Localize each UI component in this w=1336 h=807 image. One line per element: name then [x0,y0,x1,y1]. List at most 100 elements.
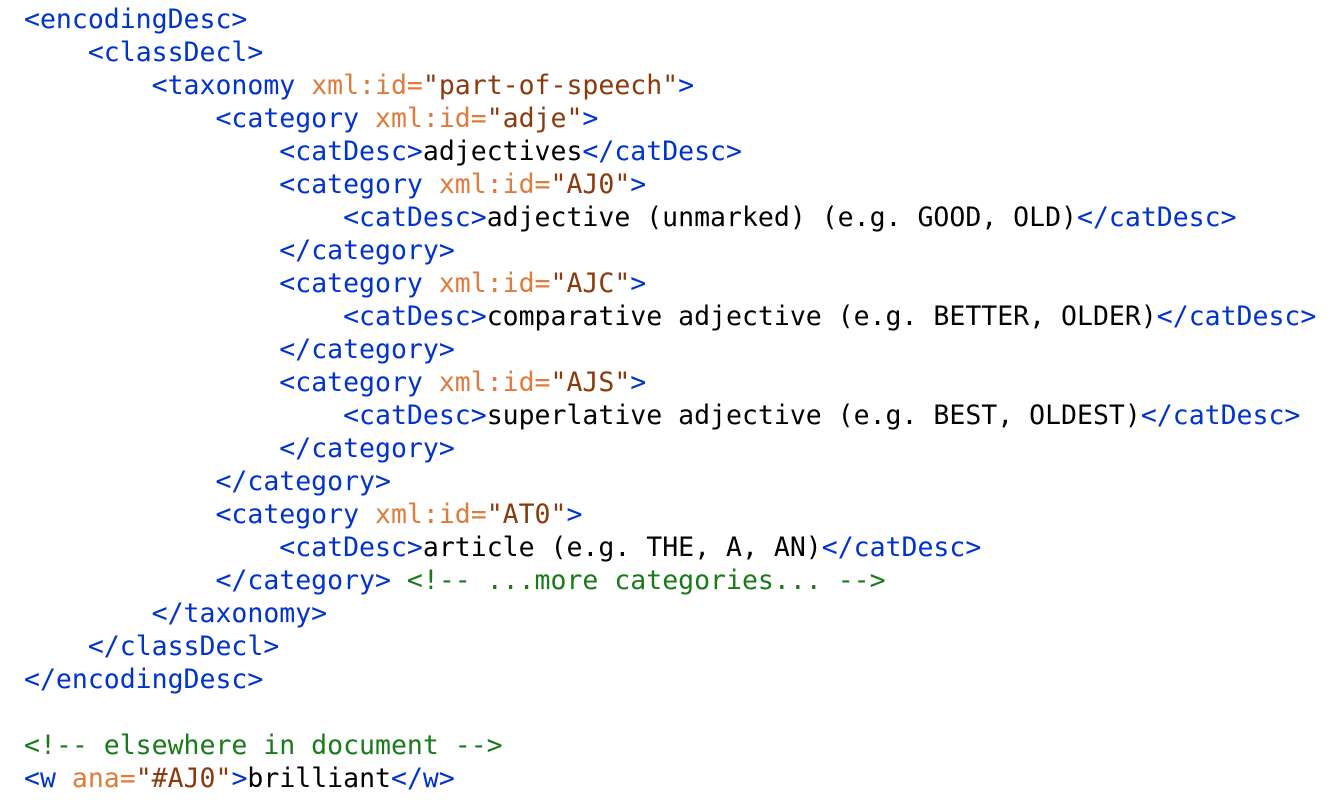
code-line: </taxonomy> [24,597,1316,630]
xml-tag: > [678,70,695,101]
xml-tag: <classDecl> [87,37,264,68]
attribute-value: "AJS" [550,367,631,398]
element-text: article (e.g. THE, A, AN) [422,532,822,563]
xml-tag: <category [279,367,439,398]
xml-tag: </catDesc> [1156,301,1317,332]
element-text: adjective (unmarked) (e.g. GOOD, OLD) [486,202,1077,233]
indent [24,499,215,530]
indent [24,136,279,167]
xml-tag: <category [279,268,439,299]
indent [24,433,279,464]
code-line: <catDesc>adjective (unmarked) (e.g. GOOD… [24,201,1316,234]
xml-tag: > [582,103,599,134]
element-text: adjectives [422,136,583,167]
xml-code-listing: <encodingDesc> <classDecl> <taxonomy xml… [24,3,1316,795]
xml-tag: <encodingDesc> [24,4,248,35]
xml-tag: </classDecl> [87,631,280,662]
indent [24,103,215,134]
indent [24,466,215,497]
xml-tag: > [231,763,248,794]
attribute-name: xml:id= [438,268,551,299]
xml-tag: <catDesc> [343,301,487,332]
xml-tag: <category [279,169,439,200]
element-text: comparative adjective (e.g. BETTER, OLDE… [486,301,1157,332]
attribute-name: xml:id= [438,367,551,398]
code-line: <catDesc>comparative adjective (e.g. BET… [24,300,1316,333]
xml-tag: </catDesc> [582,136,742,167]
indent [24,598,152,629]
attribute-value: "#AJ0" [135,763,232,794]
xml-comment: <!-- ...more categories... --> [406,565,886,596]
xml-tag: <catDesc> [343,400,487,431]
code-line: <!-- elsewhere in document --> [24,729,1316,762]
attribute-name: xml:id= [438,169,551,200]
xml-tag: > [566,499,583,530]
xml-tag: </category> [279,235,455,266]
xml-tag: <category [215,499,375,530]
xml-tag: </catDesc> [821,532,982,563]
xml-tag: </category> [279,433,455,464]
xml-tag: <taxonomy [151,70,312,101]
indent [24,565,215,596]
xml-comment: <!-- elsewhere in document --> [24,730,503,761]
code-line: <category xml:id="AJS"> [24,366,1316,399]
code-line: </encodingDesc> [24,663,1316,696]
code-line: </category> [24,333,1316,366]
code-line: <category xml:id="adje"> [24,102,1316,135]
code-line: <encodingDesc> [24,3,1316,36]
code-line: </category> [24,234,1316,267]
code-line: <catDesc>adjectives</catDesc> [24,135,1316,168]
code-line: <classDecl> [24,36,1316,69]
attribute-name: xml:id= [311,70,423,101]
attribute-name: ana= [71,763,136,794]
indent [24,37,88,68]
xml-tag: </w> [391,763,455,794]
element-text [391,565,407,596]
code-line: </classDecl> [24,630,1316,663]
xml-tag: </category> [215,466,391,497]
element-text: brilliant [247,763,391,794]
indent [24,268,279,299]
xml-tag: </encodingDesc> [24,664,264,695]
xml-tag: </taxonomy> [151,598,328,629]
code-line: <category xml:id="AJC"> [24,267,1316,300]
code-line: <catDesc>superlative adjective (e.g. BES… [24,399,1316,432]
indent [24,532,279,563]
xml-tag: <category [215,103,375,134]
xml-tag: </catDesc> [1077,202,1237,233]
attribute-value: "part-of-speech" [422,70,679,101]
attribute-value: "adje" [486,103,583,134]
xml-tag: </category> [215,565,391,596]
code-line: <taxonomy xml:id="part-of-speech"> [24,69,1316,102]
indent [24,301,343,332]
xml-tag: > [630,268,647,299]
xml-tag: > [630,169,647,200]
attribute-value: "AT0" [486,499,567,530]
attribute-name: xml:id= [375,103,487,134]
attribute-name: xml:id= [375,499,487,530]
xml-tag: <catDesc> [279,532,423,563]
indent [24,400,343,431]
xml-tag: </catDesc> [1140,400,1301,431]
indent [24,235,279,266]
xml-tag: <w [24,763,72,794]
code-line: <catDesc>article (e.g. THE, A, AN)</catD… [24,531,1316,564]
code-line [24,696,1316,729]
indent [24,202,343,233]
xml-tag: <catDesc> [343,202,487,233]
element-text: superlative adjective (e.g. BEST, OLDEST… [486,400,1141,431]
xml-tag: > [630,367,647,398]
indent [24,70,152,101]
code-line: </category> [24,432,1316,465]
attribute-value: "AJC" [550,268,631,299]
xml-tag: <catDesc> [279,136,423,167]
indent [24,631,88,662]
indent [24,334,279,365]
attribute-value: "AJ0" [550,169,631,200]
indent [24,169,279,200]
code-line: <category xml:id="AJ0"> [24,168,1316,201]
xml-tag: </category> [279,334,455,365]
code-line: </category> <!-- ...more categories... -… [24,564,1316,597]
code-line: <category xml:id="AT0"> [24,498,1316,531]
code-line: </category> [24,465,1316,498]
